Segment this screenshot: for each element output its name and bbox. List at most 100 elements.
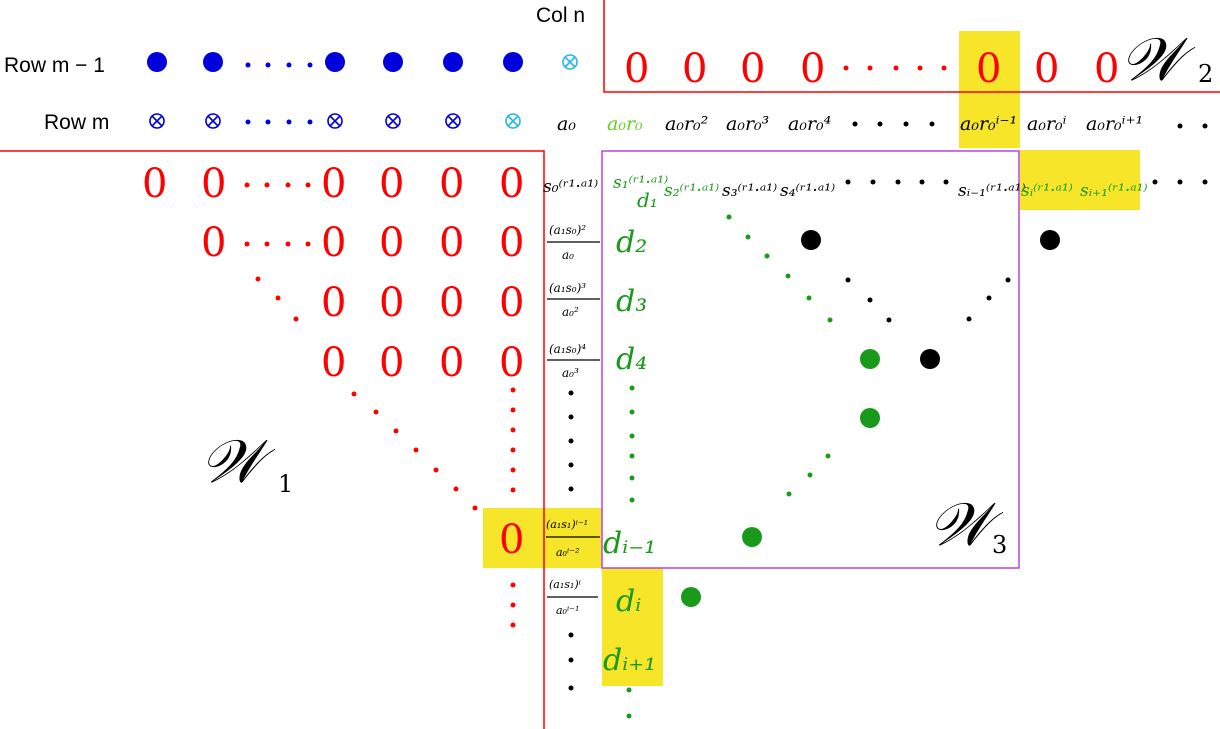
d-i-1: dᵢ₋₁	[603, 526, 656, 561]
d1: d₁	[637, 188, 658, 212]
svg-text:a₀³: a₀³	[562, 366, 579, 380]
zero: 0	[499, 161, 524, 207]
blue-circle	[383, 52, 403, 72]
svg-text:a₀²: a₀²	[562, 305, 579, 319]
svg-text:(a₁s₀)²: (a₁s₀)²	[549, 223, 586, 237]
black-marks	[801, 230, 1060, 369]
svg-text:(a₁s₀)⁴: (a₁s₀)⁴	[549, 342, 586, 356]
row-m-label: Row m	[44, 111, 109, 134]
svg-text:(a₁s₁)ⁱ⁻¹: (a₁s₁)ⁱ⁻¹	[546, 518, 588, 531]
zero: 0	[1094, 46, 1119, 92]
fractions-black-dots	[568, 390, 574, 691]
zero: 0	[682, 46, 707, 92]
blue-dot	[286, 62, 292, 68]
highlight-s-i	[1020, 150, 1140, 210]
row-m-minus-1-cross	[562, 54, 578, 70]
green-circle	[860, 349, 880, 369]
blue-circle	[503, 52, 523, 72]
black-circle	[920, 349, 940, 369]
zero: 0	[499, 340, 524, 386]
svg-text:a₀ⁱ⁻¹: a₀ⁱ⁻¹	[556, 604, 579, 617]
term-a0r0-i: a₀r₀ⁱ	[1027, 113, 1067, 135]
blue-circle	[325, 52, 345, 72]
fractions-column: (a₁s₀)² a₀ (a₁s₀)³ a₀² (a₁s₀)⁴ a₀³ (a₁s₁…	[546, 223, 600, 617]
zero: 0	[379, 280, 404, 326]
row-m-terms: a₀ a₀r₀ a₀r₀² a₀r₀³ a₀r₀⁴ a₀r₀ⁱ⁻¹ a₀r₀ⁱ …	[557, 113, 1143, 135]
zero: 0	[499, 220, 524, 266]
zero: 0	[439, 280, 464, 326]
d-i+1: dᵢ₊₁	[603, 643, 656, 678]
s1: s₁⁽ʳ¹·ᵃ¹⁾	[613, 173, 668, 193]
highlights	[483, 31, 1140, 686]
svg-text:a₀ⁱ⁻²: a₀ⁱ⁻²	[556, 546, 579, 559]
w2-border	[603, 0, 1220, 93]
highlight-row-m-minus-1-zero	[959, 31, 1020, 148]
fraction-2: (a₁s₀)³ a₀²	[547, 281, 600, 319]
row-m-minus-1-label: Row m − 1	[4, 54, 105, 77]
w1-label: 𝒲	[200, 429, 276, 495]
w3-subscript: 3	[992, 531, 1007, 559]
d2: d₂	[616, 225, 647, 260]
svg-text:(a₁s₀)³: (a₁s₀)³	[549, 281, 586, 295]
zero: 0	[624, 46, 649, 92]
blue-circle	[147, 52, 167, 72]
term-a0: a₀	[557, 113, 576, 135]
row-m-minus-1-zeros: 0 0 0 0 0 0 0	[624, 46, 1119, 92]
row-m-blue-dots	[245, 119, 313, 125]
col-n-label: Col n	[536, 4, 585, 27]
red-dot	[867, 65, 873, 71]
red-dot	[941, 65, 947, 71]
w1-zeros: 0 0 0 0 0 0 0 0 0 0 0 0 0 0 0 0 0 0 0 0	[142, 161, 524, 563]
red-dot	[917, 65, 923, 71]
s-row-black-dots	[845, 179, 1208, 185]
term-a0r0-2: a₀r₀²	[665, 113, 708, 135]
green-marks	[626, 214, 880, 719]
zero: 0	[439, 220, 464, 266]
d-column: d₁ d₂ d₃ d₄ dᵢ₋₁ dᵢ dᵢ₊₁	[603, 188, 658, 678]
w1-red-dots	[244, 182, 516, 628]
s2: s₂⁽ʳ¹·ᵃ¹⁾	[664, 181, 719, 201]
row-m-crosses	[149, 113, 461, 129]
zero: 0	[321, 220, 346, 266]
fraction-1: (a₁s₀)² a₀	[547, 223, 600, 262]
row-m-minus-1-circles	[147, 52, 523, 72]
s0: s₀⁽ʳ¹·ᵃ¹⁾	[543, 177, 598, 197]
blue-circle	[203, 52, 223, 72]
zero: 0	[499, 517, 524, 563]
zero: 0	[321, 161, 346, 207]
w2-subscript: 2	[1198, 60, 1213, 88]
s-i+1: sᵢ₊₁⁽ʳ¹·ᵃ¹⁾	[1080, 181, 1148, 201]
w1-subscript: 1	[278, 470, 293, 498]
highlight-d-i	[602, 568, 663, 686]
green-circle	[681, 587, 701, 607]
w3-border	[601, 150, 1020, 569]
highlight-w1-zero	[483, 508, 545, 568]
fraction-3: (a₁s₀)⁴ a₀³	[547, 342, 600, 380]
blue-dot	[245, 62, 251, 68]
blue-dot	[265, 62, 271, 68]
zero: 0	[439, 340, 464, 386]
s3: s₃⁽ʳ¹·ᵃ¹⁾	[722, 181, 777, 201]
s-i-1: sᵢ₋₁⁽ʳ¹·ᵃ¹⁾	[958, 181, 1026, 201]
zero: 0	[740, 46, 765, 92]
highlight-fraction	[545, 508, 602, 568]
zero: 0	[800, 46, 825, 92]
row-m-black-dots	[852, 121, 1208, 129]
red-dot	[843, 65, 849, 71]
term-a0r0: a₀r₀	[607, 113, 643, 135]
zero: 0	[321, 280, 346, 326]
w1-border	[0, 150, 545, 729]
fraction-4: (a₁s₁)ⁱ⁻¹ a₀ⁱ⁻²	[546, 518, 600, 559]
d4: d₄	[616, 342, 647, 377]
zero: 0	[321, 340, 346, 386]
blue-dot	[307, 62, 313, 68]
d3: d₃	[616, 284, 647, 319]
black-circle	[1040, 230, 1060, 250]
zero: 0	[379, 340, 404, 386]
black-circle	[801, 230, 821, 250]
s4: s₄⁽ʳ¹·ᵃ¹⁾	[780, 181, 835, 201]
term-a0r0-i-1: a₀r₀ⁱ⁻¹	[960, 113, 1017, 135]
zero: 0	[201, 220, 226, 266]
